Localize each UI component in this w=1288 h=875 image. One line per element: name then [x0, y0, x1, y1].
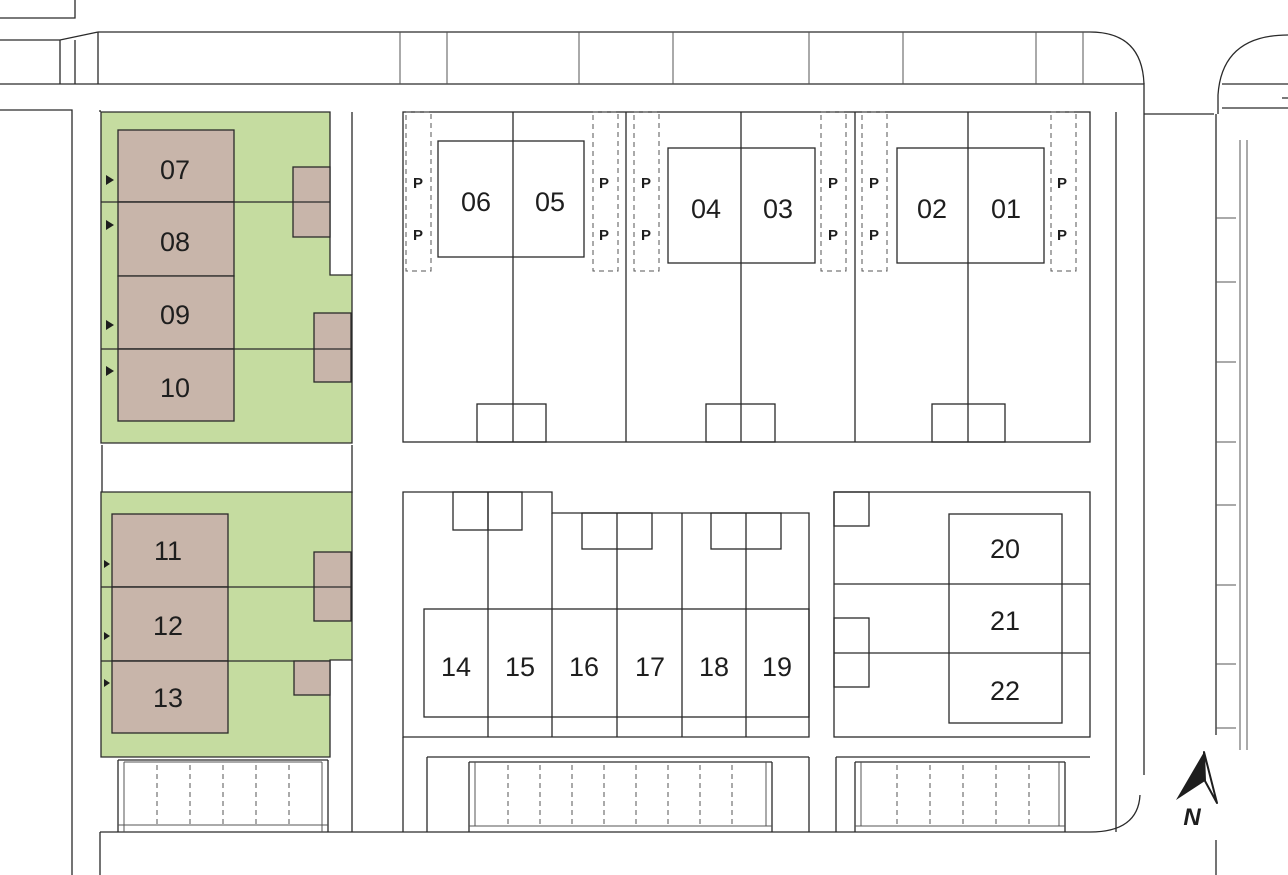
lot-label-01: 01	[991, 194, 1021, 224]
parking-label: P	[413, 175, 423, 192]
lot-label-07: 07	[160, 155, 190, 185]
east-block	[833, 491, 1091, 738]
lot-label-12: 12	[153, 611, 183, 641]
lot-label-06: 06	[461, 187, 491, 217]
south-parking	[117, 737, 1090, 832]
lot-label-11: 11	[154, 536, 182, 566]
garage-13	[293, 660, 331, 696]
lot-label-09: 09	[160, 300, 190, 330]
parking-label: P	[413, 227, 423, 244]
unit-11-footprint	[111, 513, 229, 588]
lot-label-16: 16	[569, 652, 599, 682]
lot-label-22: 22	[990, 676, 1020, 706]
entrance-markers	[104, 175, 114, 687]
lot-label-17: 17	[635, 652, 665, 682]
parking-label: P	[599, 227, 609, 244]
unit-04-03-footprint	[667, 147, 816, 264]
entrance-marker-icon	[106, 366, 114, 376]
garage-09-10	[313, 312, 352, 383]
parking-label: P	[828, 227, 838, 244]
lot-labels: 07 08 09 10 06 05 04 03 02 01 11 12 13 1…	[153, 155, 1021, 713]
lot-label-15: 15	[505, 652, 535, 682]
parking-label: P	[869, 175, 879, 192]
lot-label-18: 18	[699, 652, 729, 682]
parking-label: P	[1057, 227, 1067, 244]
middle-block	[402, 491, 810, 738]
parking-label: P	[641, 175, 651, 192]
parking-label: P	[1057, 175, 1067, 192]
parking-labels: P P P P P P P P P P P P	[413, 175, 1067, 244]
entrance-marker-icon	[104, 679, 110, 687]
west-block-south	[100, 491, 353, 758]
lot-label-04: 04	[691, 194, 721, 224]
lot-label-03: 03	[763, 194, 793, 224]
entrance-marker-icon	[104, 632, 110, 640]
parking-label: P	[599, 175, 609, 192]
unit-02-01-footprint	[896, 147, 1045, 264]
unit-08-footprint	[117, 201, 235, 277]
entrance-marker-icon	[104, 560, 110, 568]
parking-label: P	[641, 227, 651, 244]
units-14-19-footprint	[423, 608, 810, 718]
unit-13-footprint	[111, 660, 229, 734]
lot-label-20: 20	[990, 534, 1020, 564]
unit-06-05-footprint	[437, 140, 585, 258]
lot-label-13: 13	[153, 683, 183, 713]
lot-label-05: 05	[535, 187, 565, 217]
north-arrow-icon: N	[1176, 751, 1218, 831]
parking-label: P	[869, 227, 879, 244]
unit-12-footprint	[111, 586, 229, 662]
unit-07-footprint	[117, 129, 235, 203]
entrance-marker-icon	[106, 175, 114, 185]
parking-label: P	[828, 175, 838, 192]
north-label: N	[1183, 804, 1201, 831]
west-block-north	[100, 111, 353, 444]
lot-label-19: 19	[762, 652, 792, 682]
lot-label-10: 10	[160, 373, 190, 403]
lot-label-08: 08	[160, 227, 190, 257]
entrance-marker-icon	[106, 220, 114, 230]
north-block	[402, 111, 1091, 443]
lot-label-14: 14	[441, 652, 471, 682]
unit-10-footprint	[117, 348, 235, 422]
lot-label-02: 02	[917, 194, 947, 224]
lot-label-21: 21	[990, 606, 1020, 636]
entrance-marker-icon	[106, 320, 114, 330]
units-20-22-footprint	[948, 513, 1063, 724]
